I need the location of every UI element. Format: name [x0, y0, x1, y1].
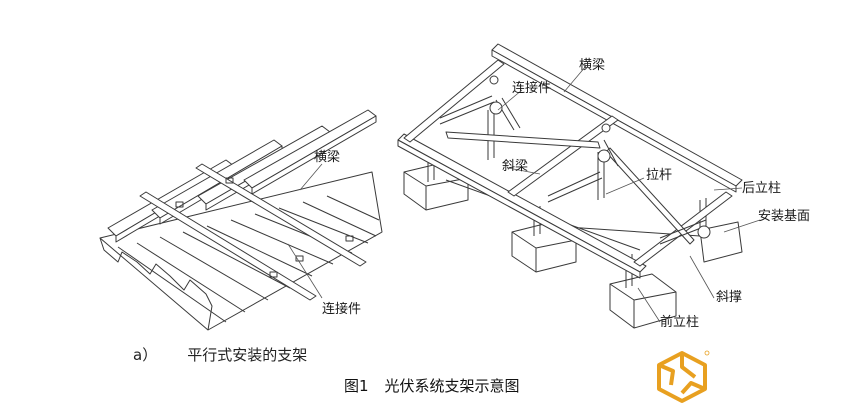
label-right-connector: 连接件	[512, 81, 552, 96]
label-mounting-base: 安装基面	[758, 209, 811, 224]
roof-panel-group	[99, 109, 383, 331]
sub-caption: a） 平行式安装的支架	[133, 344, 307, 365]
hexagon-logo-icon	[657, 350, 710, 403]
label-diagonal-brace: 斜撑	[716, 290, 743, 305]
leader-lines	[287, 65, 761, 323]
sub-caption-text: 平行式安装的支架	[187, 346, 308, 364]
figure-number: 图1	[344, 377, 369, 395]
label-left-connector: 连接件	[322, 302, 362, 317]
label-left-beam: 横梁	[314, 150, 341, 165]
figure-title: 光伏系统支架示意图	[384, 377, 520, 395]
ground-frame-group	[397, 43, 743, 329]
sub-caption-letter: a）	[133, 346, 158, 364]
label-right-beam: 横梁	[579, 58, 606, 73]
label-tie-rod: 拉杆	[646, 168, 673, 183]
label-front-column: 前立柱	[660, 315, 700, 330]
label-diagonal-beam: 斜梁	[502, 159, 529, 174]
label-rear-column: 后立柱	[742, 181, 782, 196]
figure-caption: 图1 光伏系统支架示意图	[344, 375, 520, 396]
